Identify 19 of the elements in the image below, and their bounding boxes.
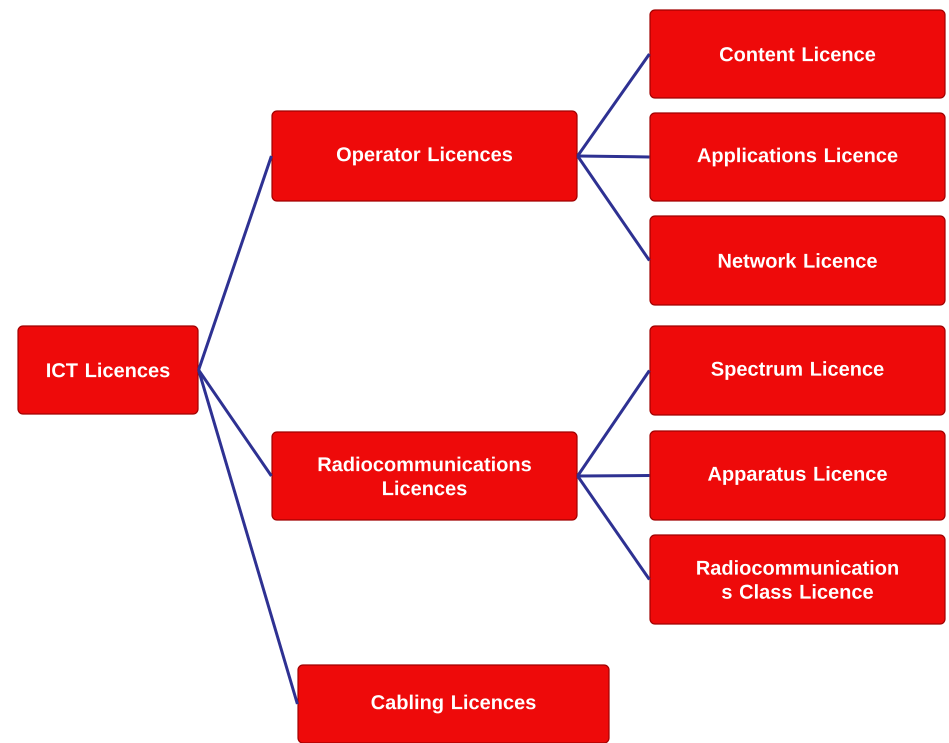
connector-line [578,154,650,158]
connector-line [197,370,299,704]
connector-line [578,474,650,478]
licence-box: Apparatus Licence [649,430,946,521]
licence-box: ICT Licences [17,325,199,415]
connector-line [197,369,273,477]
connector-line [576,53,651,157]
connector-line [576,475,651,580]
licence-box: Cabling Licences [297,664,610,743]
licence-box: Operator Licences [271,110,578,202]
licence-box: Network Licence [649,215,946,306]
licence-box: Applications Licence [649,112,946,202]
licence-box: Spectrum Licence [649,325,946,416]
connector-line [576,370,651,477]
connector-line [197,156,273,370]
licence-box: Radiocommunication s Class Licence [649,534,946,625]
licence-box: Radiocommunications Licences [271,431,578,521]
licence-box: Content Licence [649,9,946,99]
connector-line [576,155,651,262]
